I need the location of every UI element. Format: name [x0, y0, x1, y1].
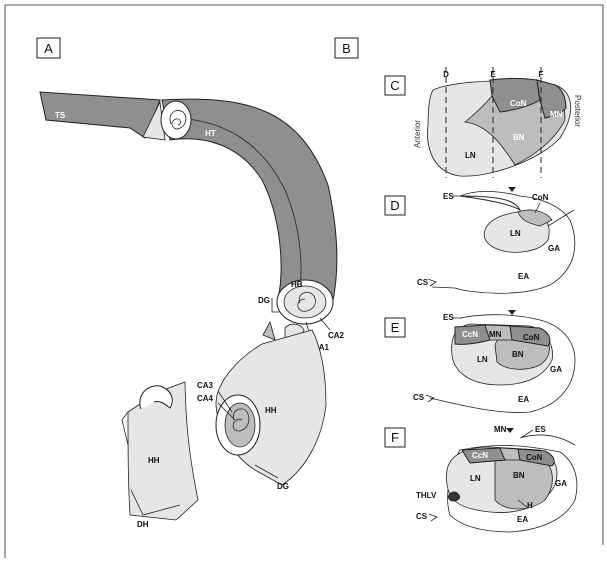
label-e-cs: CS	[413, 393, 425, 402]
label-f-es: ES	[535, 425, 546, 434]
panel-f-letter: F	[391, 430, 399, 445]
label-f-ccn: CcN	[472, 451, 488, 460]
ca2-leader	[320, 318, 330, 330]
panel-b-letter: B	[342, 41, 351, 56]
label-ca2: CA2	[328, 331, 345, 340]
label-ht: HT	[205, 129, 216, 138]
panel-f: F MN ES CcN CoN LN BN GA THLV H CS EA	[385, 425, 577, 532]
label-d-ea: EA	[518, 272, 529, 281]
label-anterior: Anterior	[413, 120, 422, 148]
label-e-ea: EA	[518, 395, 529, 404]
panel-a-letter: A	[44, 41, 53, 56]
label-cut-d: D	[443, 70, 449, 79]
d-es-flap	[460, 196, 520, 210]
label-e-ln: LN	[477, 355, 488, 364]
head-right-section-inner	[225, 403, 255, 447]
label-c-con: CoN	[510, 99, 527, 108]
label-f-mn: MN	[494, 425, 507, 434]
d-bn-leader	[548, 210, 574, 226]
panel-a: A TS HT HB DG CA2 CA1 HH CA3 CA4	[37, 38, 345, 529]
e-marker	[508, 310, 516, 315]
label-e-mn: MN	[489, 330, 502, 339]
label-f-ea: EA	[517, 515, 528, 524]
label-e-con: CoN	[523, 333, 540, 342]
label-d-con: CoN	[532, 193, 549, 202]
label-e-es: ES	[443, 313, 454, 322]
label-f-cs: CS	[416, 512, 428, 521]
label-dh: DH	[137, 520, 149, 529]
label-f-bn: BN	[513, 471, 525, 480]
label-d-ga: GA	[548, 244, 560, 253]
label-dg2: DG	[277, 482, 289, 491]
f-bn-region	[495, 458, 552, 509]
label-hh2: HH	[148, 456, 160, 465]
label-f-thlv: THLV	[416, 491, 437, 500]
tail-spiral-outer	[161, 101, 191, 139]
label-f-ga: GA	[555, 479, 567, 488]
label-f-ln: LN	[470, 474, 481, 483]
label-ts: TS	[55, 111, 66, 120]
label-d-es: ES	[443, 192, 454, 201]
body-section-inner	[284, 286, 326, 318]
label-e-ga: GA	[550, 365, 562, 374]
label-d-ln: LN	[510, 229, 521, 238]
panel-e-letter: E	[391, 320, 400, 335]
f-cs-tick	[429, 514, 437, 521]
f-thlv-shape	[448, 492, 460, 501]
label-c-bn: BN	[513, 133, 525, 142]
f-marker	[506, 428, 514, 433]
label-ca3: CA3	[197, 381, 214, 390]
label-hb: HB	[291, 280, 303, 289]
label-f-con: CoN	[526, 453, 543, 462]
panel-c: C D E F CoN MN BN LN Anterior Posterior	[385, 67, 582, 178]
panel-c-letter: C	[390, 78, 399, 93]
label-e-bn: BN	[512, 350, 524, 359]
panel-e: E ES CcN MN CoN LN BN GA EA CS	[385, 310, 575, 413]
head-left-edge	[122, 412, 128, 445]
label-hh1: HH	[265, 406, 277, 415]
label-ca4: CA4	[197, 394, 214, 403]
panel-d-letter: D	[390, 198, 399, 213]
d-cs-tick	[428, 279, 436, 286]
label-dg1: DG	[258, 296, 270, 305]
label-c-mn: MN	[550, 110, 563, 119]
e-cs-tick	[426, 395, 434, 402]
label-cut-f: F	[539, 70, 544, 79]
connector-piece-1	[263, 322, 275, 340]
label-e-ccn: CcN	[462, 330, 478, 339]
label-posterior: Posterior	[573, 95, 582, 127]
label-c-ln: LN	[465, 151, 476, 160]
d-marker	[508, 187, 516, 192]
label-f-h: H	[527, 501, 533, 510]
label-d-cs: CS	[417, 278, 429, 287]
panel-d: D ES CoN LN GA EA CS	[385, 187, 575, 293]
label-cut-e: E	[490, 70, 496, 79]
